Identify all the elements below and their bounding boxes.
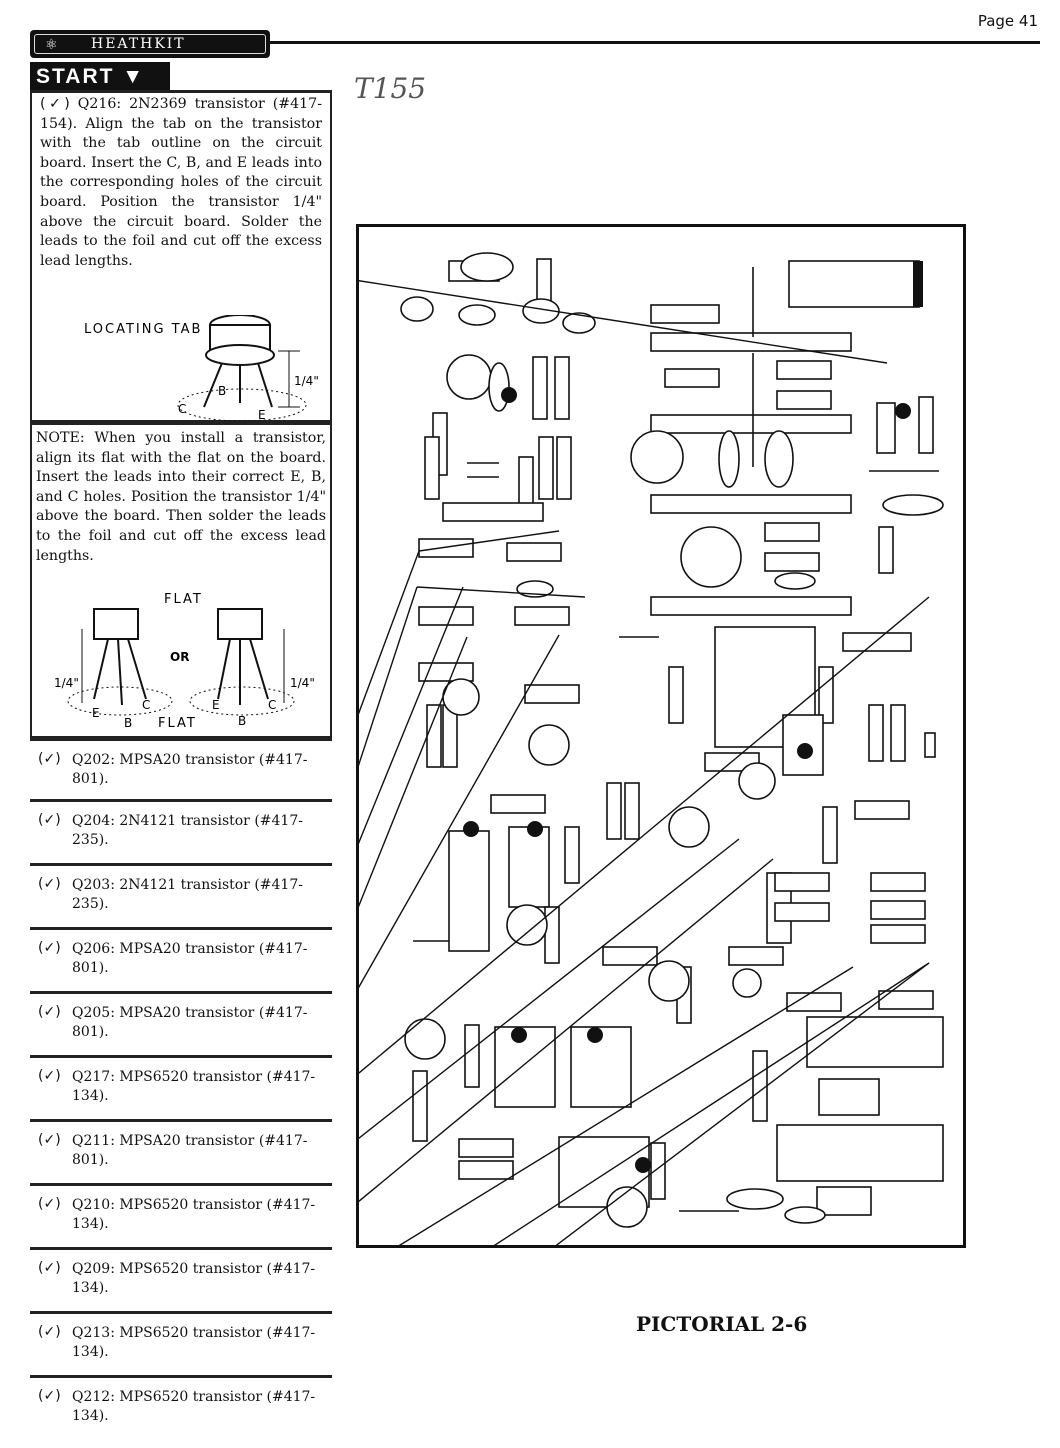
step-q204: (✓) Q204: 2N4121 transistor (#417-235).: [30, 802, 332, 866]
flat-top-label: FLAT: [164, 592, 203, 607]
note-text: NOTE: When you install a transistor, ali…: [36, 430, 326, 564]
step-q211: (✓) Q211: MPSA20 transistor (#417-801).: [30, 1122, 332, 1186]
logo-frame: ⚛ HEATHKIT: [34, 34, 266, 54]
flat-orientation-figure: FLAT OR 1/4" 1/4" FLAT E C B E C B: [54, 592, 315, 731]
locating-tab-label: LOCATING TAB: [84, 322, 202, 337]
checkbox-q211[interactable]: (✓): [38, 1132, 61, 1148]
step-q217: (✓) Q217: MPS6520 transistor (#417-134).: [30, 1058, 332, 1122]
fig2-e2-label: E: [212, 698, 220, 712]
pictorial-caption: PICTORIAL 2-6: [636, 1312, 808, 1336]
checkbox-q213[interactable]: (✓): [38, 1324, 61, 1340]
checkbox-q203[interactable]: (✓): [38, 876, 61, 892]
instruction-column: START ▼ (✓) Q216: 2N2369 transistor (#41…: [30, 62, 332, 1442]
dim-right-label: 1/4": [290, 676, 315, 690]
step-q206: (✓) Q206: MPSA20 transistor (#417-801).: [30, 930, 332, 994]
step-q203: (✓) Q203: 2N4121 transistor (#417-235).: [30, 866, 332, 930]
fig2-e-label: E: [92, 706, 100, 720]
checkbox-q206[interactable]: (✓): [38, 940, 61, 956]
dim-left-label: 1/4": [54, 676, 79, 690]
checkbox-q210[interactable]: (✓): [38, 1196, 61, 1212]
checkbox-q202[interactable]: (✓): [38, 751, 61, 767]
step-q213: (✓) Q213: MPS6520 transistor (#417-134).: [30, 1314, 332, 1378]
fig2-b2-label: B: [238, 714, 246, 728]
step-q209: (✓) Q209: MPS6520 transistor (#417-134).: [30, 1250, 332, 1314]
arrow-down-icon: ▼: [122, 65, 146, 88]
checkbox-q209[interactable]: (✓): [38, 1260, 61, 1276]
step-q205: (✓) Q205: MPSA20 transistor (#417-801).: [30, 994, 332, 1058]
dim-quarter-inch: 1/4": [294, 374, 319, 388]
locating-tab-figure: LOCATING TAB 1/4" B C E: [84, 315, 319, 422]
step-q216: (✓) Q216: 2N2369 transistor (#417-154). …: [30, 90, 332, 422]
checkbox-q217[interactable]: (✓): [38, 1068, 61, 1084]
checkbox-q212[interactable]: (✓): [38, 1388, 61, 1404]
step-q210: (✓) Q210: MPS6520 transistor (#417-134).: [30, 1186, 332, 1250]
step-q216-text: (✓) Q216: 2N2369 transistor (#417-154). …: [40, 96, 322, 269]
note-box: NOTE: When you install a transistor, ali…: [30, 422, 332, 738]
fig2-c2-label: C: [268, 698, 276, 712]
or-label: OR: [170, 650, 189, 664]
checkbox-q205[interactable]: (✓): [38, 1004, 61, 1020]
start-banner: START ▼: [30, 62, 170, 92]
circuit-board-pictorial: [356, 224, 966, 1248]
fig2-b-label: B: [124, 716, 132, 730]
handwritten-note: T155: [354, 72, 427, 105]
atom-icon: ⚛: [45, 37, 58, 53]
checkbox-q216[interactable]: (✓): [40, 96, 70, 112]
step-q202: (✓) Q202: MPSA20 transistor (#417-801).: [30, 738, 332, 802]
header-rule: [270, 41, 1040, 44]
lead-c-label: C: [178, 402, 186, 416]
flat-bottom-label: FLAT: [158, 716, 197, 731]
brand-name: HEATHKIT: [91, 36, 186, 52]
board-parts-drawing: [359, 252, 944, 1245]
step-q212: (✓) Q212: MPS6520 transistor (#417-134).: [38, 1388, 316, 1424]
fig2-c-label: C: [142, 698, 150, 712]
lead-e-label: E: [258, 408, 266, 422]
page-number: Page 41: [977, 12, 1038, 30]
checkbox-q204[interactable]: (✓): [38, 812, 61, 828]
lead-b-label: B: [218, 384, 226, 398]
heathkit-logo: ⚛ HEATHKIT: [30, 30, 270, 58]
